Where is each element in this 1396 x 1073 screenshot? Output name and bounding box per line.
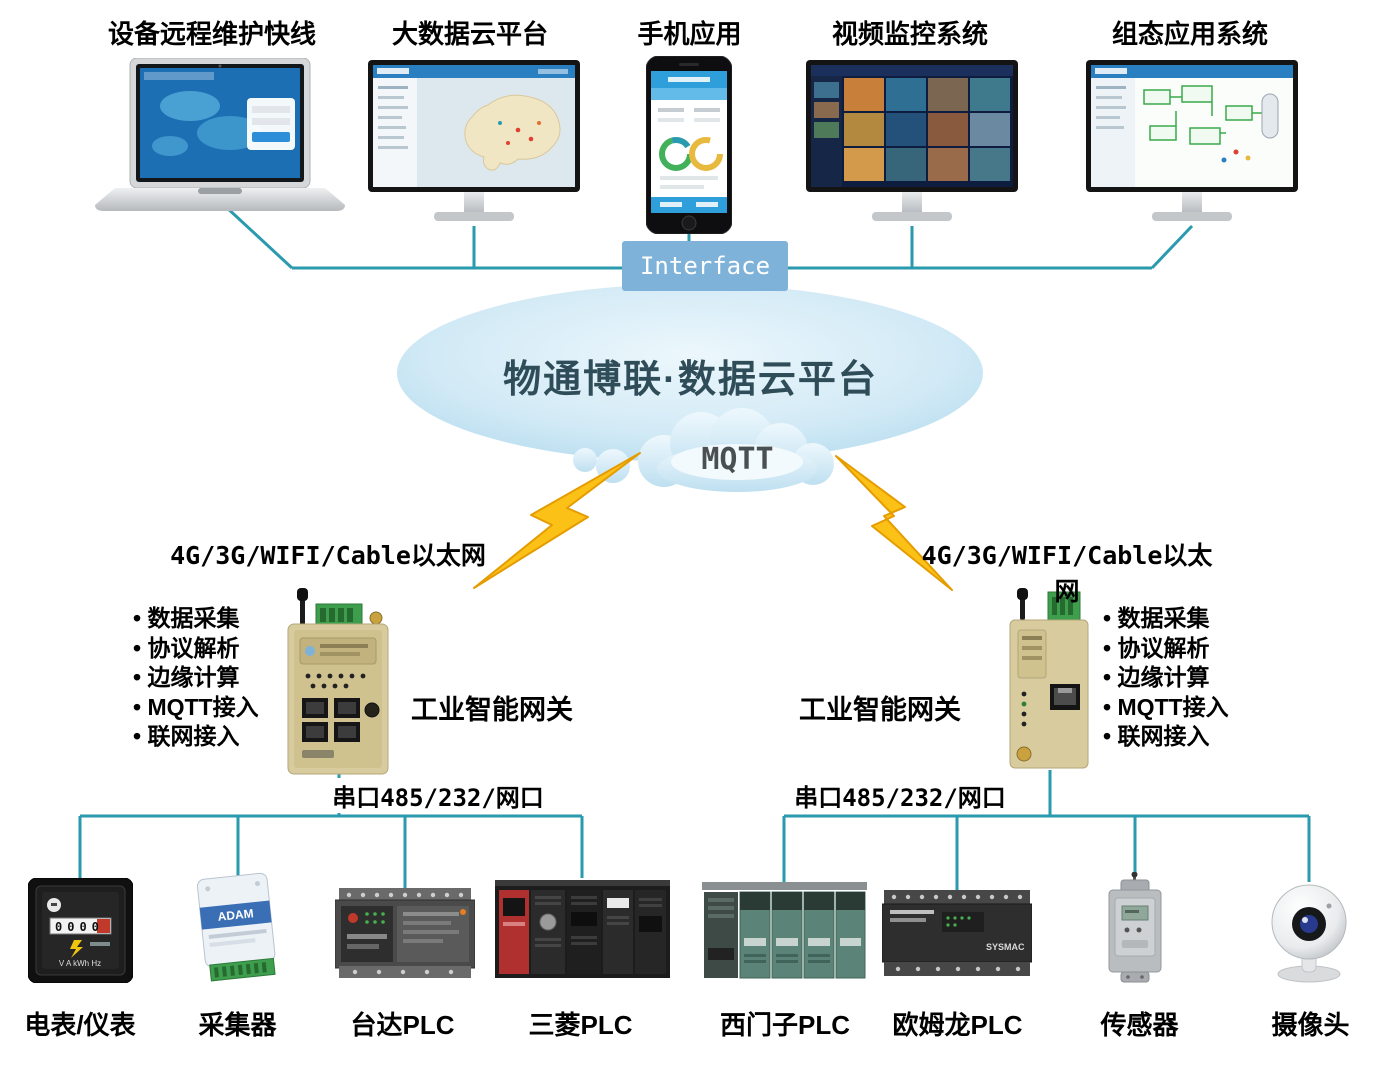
adam-brand-text: ADAM bbox=[217, 906, 254, 924]
omron-plc-device: SYSMAC bbox=[881, 888, 1033, 978]
sensor-device bbox=[1095, 871, 1175, 984]
mqtt-protocol-label: MQTT bbox=[701, 442, 774, 477]
monitor-scada-device bbox=[1086, 60, 1298, 230]
camera-device bbox=[1262, 872, 1357, 984]
meter-units: V A kWh Hz bbox=[59, 959, 101, 968]
gateway-left-label: 工业智能网关 bbox=[411, 695, 573, 725]
top-device-label-scada-app: 组态应用系统 bbox=[1111, 19, 1268, 49]
top-device-label-bigdata-cloud: 大数据云平台 bbox=[391, 19, 548, 49]
meter-digits: 0000 bbox=[55, 920, 104, 934]
mqtt-cloud-shape bbox=[573, 408, 834, 492]
monitor-video-icon bbox=[806, 60, 1018, 221]
industrial-gateway-icon bbox=[287, 588, 389, 775]
top-device-label-remote-maintenance: 设备远程维护快线 bbox=[107, 19, 316, 49]
monitor-bigdata-icon bbox=[368, 60, 580, 221]
cloud-platform-title: 物通博联·数据云平台 bbox=[503, 359, 878, 401]
monitor-video-device bbox=[806, 60, 1018, 230]
feature-item: MQTT接入 bbox=[1103, 693, 1228, 723]
bus-label-left: 串口485/232/网口 bbox=[328, 778, 548, 813]
feature-item: 边缘计算 bbox=[133, 663, 259, 693]
bottom-device-label-siemens-plc: 西门子PLC bbox=[719, 1010, 850, 1040]
smartphone-icon bbox=[645, 55, 733, 235]
bottom-device-label-omron-plc: 欧姆龙PLC bbox=[892, 1010, 1023, 1040]
bottom-device-label-meter: 电表/仪表 bbox=[24, 1010, 136, 1040]
feature-item: 协议解析 bbox=[1103, 634, 1229, 664]
feature-item: MQTT接入 bbox=[133, 693, 258, 723]
sensor-icon bbox=[1108, 871, 1162, 983]
siemens-plc-device bbox=[702, 878, 867, 983]
gateway-left-features: 数据采集 协议解析 边缘计算 MQTT接入 联网接入 bbox=[133, 604, 259, 752]
bottom-device-label-sensor: 传感器 bbox=[1100, 1010, 1179, 1040]
feature-item: 联网接入 bbox=[1103, 722, 1229, 752]
mitsubishi-plc-icon bbox=[495, 880, 670, 978]
feature-item: 数据采集 bbox=[1103, 604, 1229, 634]
link-label-left: 4G/3G/WIFI/Cable以太网 bbox=[170, 541, 486, 570]
feature-item: 联网接入 bbox=[133, 722, 259, 752]
feature-item: 协议解析 bbox=[133, 634, 259, 664]
omron-plc-icon: SYSMAC bbox=[881, 890, 1033, 976]
siemens-plc-icon bbox=[702, 882, 867, 979]
adam-collector-icon: ADAM bbox=[196, 872, 276, 982]
gateway-right-device bbox=[1008, 588, 1092, 780]
lightning-bolts bbox=[473, 452, 953, 591]
lightning-right bbox=[835, 455, 953, 591]
omron-brand-text: SYSMAC bbox=[986, 942, 1025, 952]
power-meter-icon: 0000 V A kWh Hz bbox=[27, 877, 134, 984]
link-label-right: 4G/3G/WIFI/Cable以太网 bbox=[921, 541, 1213, 606]
laptop-icon bbox=[95, 57, 345, 211]
top-device-label-video-surveillance: 视频监控系统 bbox=[831, 19, 988, 49]
lightning-left bbox=[473, 452, 641, 589]
bottom-device-label-delta-plc: 台达PLC bbox=[350, 1010, 455, 1040]
smartphone-device bbox=[645, 55, 733, 235]
feature-item: 数据采集 bbox=[133, 604, 259, 634]
gateway-right-features: 数据采集 协议解析 边缘计算 MQTT接入 联网接入 bbox=[1103, 604, 1229, 752]
gateway-left-device bbox=[286, 588, 392, 780]
bottom-device-label-collector: 采集器 bbox=[198, 1010, 277, 1040]
bus-label-right: 串口485/232/网口 bbox=[790, 778, 1010, 813]
delta-plc-icon bbox=[334, 888, 476, 978]
bottom-device-label-mitsubishi-plc: 三菱PLC bbox=[528, 1010, 633, 1040]
cloud-shape bbox=[397, 284, 983, 462]
top-device-label-mobile-app: 手机应用 bbox=[637, 19, 742, 49]
feature-item: 边缘计算 bbox=[1103, 663, 1229, 693]
monitor-bigdata-device bbox=[368, 60, 580, 230]
delta-plc-device bbox=[334, 888, 476, 980]
power-meter-device: 0000 V A kWh Hz bbox=[27, 877, 134, 984]
mitsubishi-plc-device bbox=[495, 872, 670, 984]
monitor-scada-icon bbox=[1086, 60, 1298, 221]
industrial-gateway-icon bbox=[1009, 588, 1089, 769]
interface-box: Interface bbox=[622, 241, 788, 291]
gateway-right-label: 工业智能网关 bbox=[799, 695, 961, 725]
bottom-device-label-camera: 摄像头 bbox=[1271, 1010, 1350, 1040]
camera-icon bbox=[1271, 884, 1347, 983]
laptop-device bbox=[95, 57, 345, 213]
connection-lines bbox=[78, 204, 1311, 892]
adam-collector-device: ADAM bbox=[190, 872, 285, 984]
